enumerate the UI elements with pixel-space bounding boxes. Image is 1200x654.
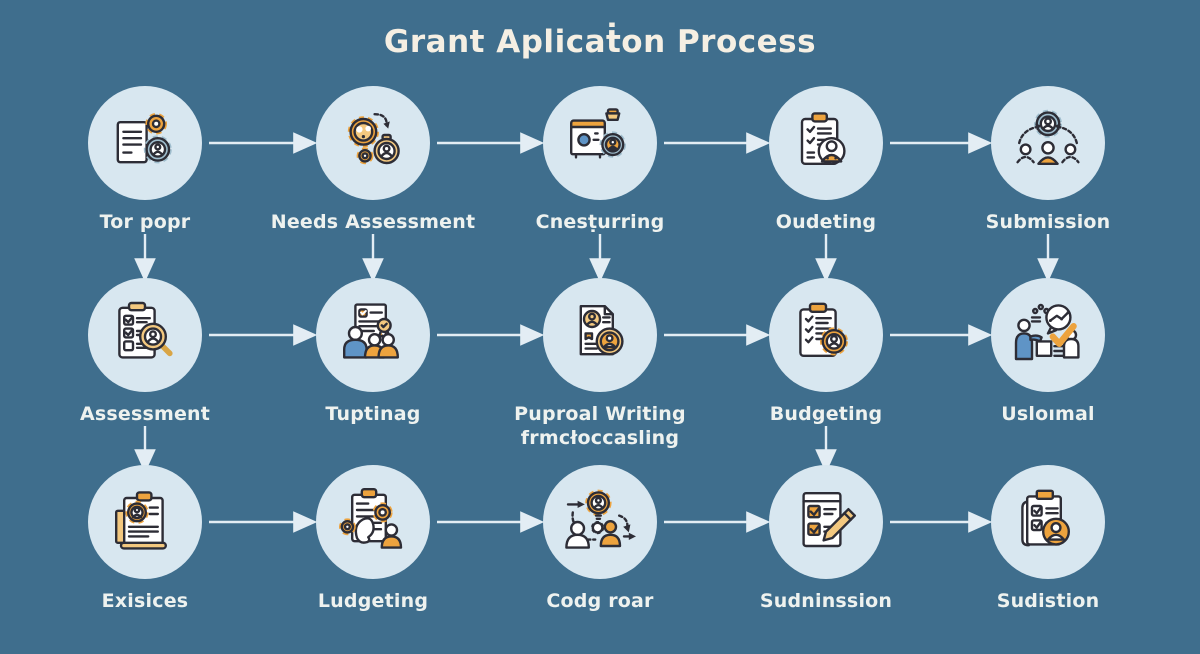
node-exisices: Exisices xyxy=(35,465,255,612)
node-sudistion: Sudistion xyxy=(938,465,1158,612)
node-circle xyxy=(769,278,883,392)
node-label: Ludgeting xyxy=(317,590,429,612)
node-circle xyxy=(991,86,1105,200)
checklist-person-icon xyxy=(800,112,846,165)
node-circle xyxy=(543,465,657,579)
node-circle xyxy=(991,278,1105,392)
gears-stopwatch-person-icon xyxy=(347,113,400,165)
checklist-gear-person-icon xyxy=(799,302,848,357)
node-budgeting: Budgeting xyxy=(716,278,936,425)
node-label: Sudninssion xyxy=(759,590,893,612)
node-needs-assessment: Needs Assessment xyxy=(263,86,483,233)
form-checkboxes-pencil-icon xyxy=(802,492,856,548)
document-team-ribbon-icon xyxy=(343,303,399,359)
node-circle xyxy=(991,465,1105,579)
node-circle xyxy=(88,465,202,579)
clipboard-checks-avatar-icon xyxy=(1021,489,1070,547)
document-avatar-medal-icon xyxy=(579,305,624,356)
node-circle xyxy=(316,465,430,579)
page-title: Grant Aplicaṫon Process xyxy=(383,24,817,60)
node-label: Needs Assessment xyxy=(270,211,476,233)
node-label: Budgeting xyxy=(769,403,883,425)
presenter-chart-check-icon xyxy=(1014,303,1080,361)
node-submission: Submission xyxy=(938,86,1158,233)
document-gears-person-icon xyxy=(116,113,172,164)
node-label-line2: frmcłoccasling xyxy=(520,427,680,450)
node-tor-popr: Tor popr xyxy=(35,86,255,233)
calendar-trophy-gear-person-icon xyxy=(570,108,626,159)
clipboard-gear-avatar-icon xyxy=(115,491,167,550)
checklist-magnifier-person-icon xyxy=(118,301,173,359)
node-sudninssion: Sudninssion xyxy=(716,465,936,612)
node-label: Tuptinag xyxy=(325,403,421,425)
node-circle xyxy=(88,86,202,200)
node-circle xyxy=(769,465,883,579)
node-label: Sudistion xyxy=(996,590,1100,612)
node-circle xyxy=(543,86,657,200)
node-label: Exisices xyxy=(101,590,189,612)
node-label: Submission xyxy=(985,211,1111,233)
node-circle xyxy=(88,278,202,392)
node-oudeting: Oudeting xyxy=(716,86,936,233)
node-ludgeting: Ludgeting xyxy=(263,465,483,612)
node-tuptinag: Tuptinag xyxy=(263,278,483,425)
node-circle xyxy=(769,86,883,200)
node-label: Usloımal xyxy=(1001,403,1095,425)
node-label: Oudeting xyxy=(775,211,877,233)
node-label: Tor popr xyxy=(99,211,191,233)
node-label: Assessment xyxy=(79,403,211,425)
node-uslomal: Usloımal xyxy=(938,278,1158,425)
gear-person-team-icon xyxy=(1016,109,1080,165)
node-label: Codg roar xyxy=(546,590,654,612)
gear-people-cycle-icon xyxy=(565,489,636,549)
node-codg-roar: Codg roar xyxy=(490,465,710,612)
node-circle xyxy=(543,278,657,392)
node-circle xyxy=(316,278,430,392)
clipboard-gears-person-icon xyxy=(339,488,403,549)
node-circle xyxy=(316,86,430,200)
node-label: Cnesṭurring xyxy=(535,211,665,233)
node-label: Puproal Writing xyxy=(514,403,686,425)
node-puproal-writing: Puproal Writing frmcłoccasling xyxy=(490,278,710,449)
node-cnesturring: Cnesṭurring xyxy=(490,86,710,233)
node-assessment: Assessment xyxy=(35,278,255,425)
